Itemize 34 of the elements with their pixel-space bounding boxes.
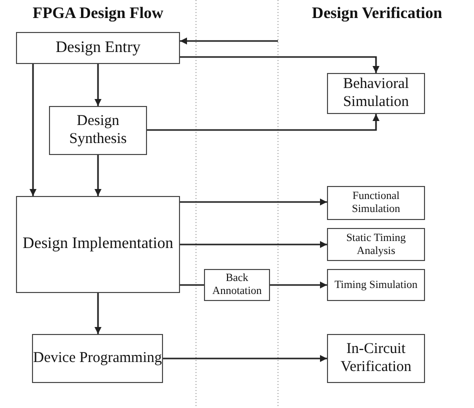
box-label: Functional Simulation xyxy=(350,190,402,216)
arrow xyxy=(94,64,102,106)
arrow xyxy=(94,293,102,334)
box-label: Design Entry xyxy=(56,38,140,58)
process-box xyxy=(16,196,180,293)
arrow xyxy=(270,282,327,288)
column-heading: Design Verification xyxy=(312,5,442,23)
box-label: Device Programming xyxy=(33,350,162,368)
process-box xyxy=(327,73,425,114)
box-label: Timing Simulation xyxy=(334,278,418,292)
connector-line xyxy=(180,284,204,286)
arrow xyxy=(180,56,380,73)
column-heading: FPGA Design Flow xyxy=(32,5,164,23)
arrow xyxy=(180,198,327,206)
process-box xyxy=(204,269,270,301)
arrow xyxy=(163,355,327,362)
arrow xyxy=(147,114,380,131)
process-box xyxy=(327,269,425,301)
process-box xyxy=(32,334,163,383)
process-box xyxy=(327,334,425,383)
box-label: Back Annotation xyxy=(211,272,263,298)
arrow xyxy=(180,38,278,44)
process-box xyxy=(327,228,425,261)
box-label: Static Timing Analysis xyxy=(345,232,407,258)
box-label: Design Implementation xyxy=(22,235,174,254)
arrow xyxy=(30,64,36,196)
process-box xyxy=(327,186,425,220)
arrow xyxy=(180,241,327,248)
process-box xyxy=(16,32,180,64)
process-box xyxy=(49,106,147,155)
box-label: Behavioral Simulation xyxy=(342,76,410,111)
box-label: In-Circuit Verification xyxy=(340,341,412,376)
box-label: Design Synthesis xyxy=(68,113,128,148)
arrow xyxy=(94,155,102,196)
